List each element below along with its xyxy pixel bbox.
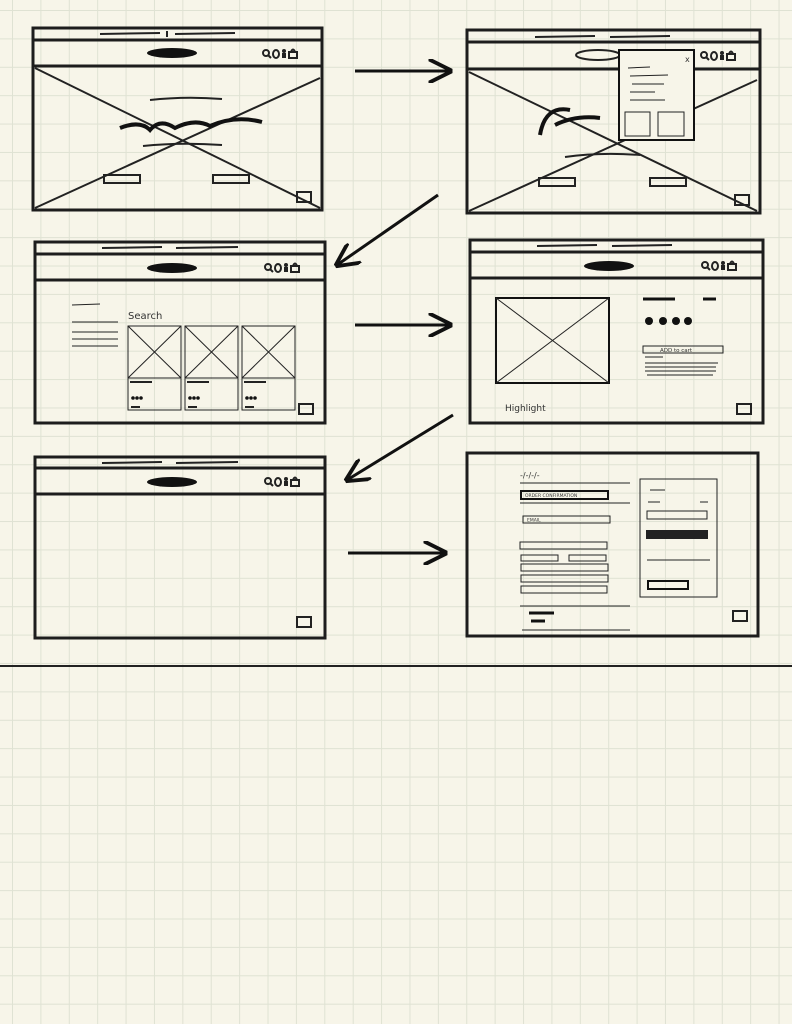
- nav-icons: [262, 48, 298, 59]
- address-input[interactable]: [520, 563, 609, 572]
- hero-button-2[interactable]: [212, 174, 250, 184]
- add-to-cart-button[interactable]: [642, 345, 724, 354]
- product-card[interactable]: [127, 325, 182, 411]
- product-card[interactable]: [184, 325, 239, 411]
- filter-sidebar[interactable]: [71, 303, 118, 347]
- chat-icon[interactable]: [296, 191, 312, 203]
- arrow-down-left: [337, 193, 439, 265]
- order-summary: [639, 478, 718, 598]
- zip-input[interactable]: [520, 585, 608, 594]
- screen-search: Search: [33, 240, 327, 425]
- pay-button[interactable]: [647, 580, 689, 590]
- menu-close-icon[interactable]: x: [685, 55, 690, 64]
- email-label: EMAIL: [527, 518, 541, 524]
- nav-icons: [701, 260, 737, 271]
- highlight-caption: Highlight: [505, 404, 546, 414]
- screen-blank: [33, 455, 327, 640]
- product-image: [495, 297, 610, 384]
- screen-home: [31, 26, 324, 212]
- first-name-input[interactable]: [520, 554, 559, 562]
- discount-input[interactable]: [646, 510, 708, 520]
- nav-icons: [700, 50, 736, 61]
- country-select[interactable]: [519, 541, 608, 550]
- screen-checkout: -/-/-/- ORDER CONFIRMATION EMAIL: [465, 451, 760, 638]
- dropdown-menu[interactable]: x: [618, 49, 695, 141]
- search-heading: Search: [128, 311, 162, 322]
- order-banner-label: ORDER CONFIRMATION: [525, 493, 577, 499]
- screen-home-menu: x: [465, 28, 762, 215]
- nav-icons: [264, 476, 300, 487]
- product-card[interactable]: [241, 325, 296, 411]
- checkout-steps: -/-/-/-: [520, 471, 540, 480]
- screen-product: ADD to cart Highlight: [468, 238, 765, 425]
- last-name-input[interactable]: [568, 554, 607, 562]
- nav-icons: [264, 262, 300, 273]
- logo: [147, 48, 197, 58]
- promo-bar: [646, 530, 708, 539]
- browser-frame: [31, 26, 324, 212]
- add-to-cart-label: ADD to cart: [660, 348, 693, 354]
- hero-button-1[interactable]: [103, 174, 141, 184]
- order-banner: [520, 490, 609, 500]
- city-input[interactable]: [520, 574, 609, 583]
- email-input[interactable]: [522, 515, 611, 524]
- flow-arrows: [337, 71, 454, 553]
- arrow-down-left: [347, 413, 454, 480]
